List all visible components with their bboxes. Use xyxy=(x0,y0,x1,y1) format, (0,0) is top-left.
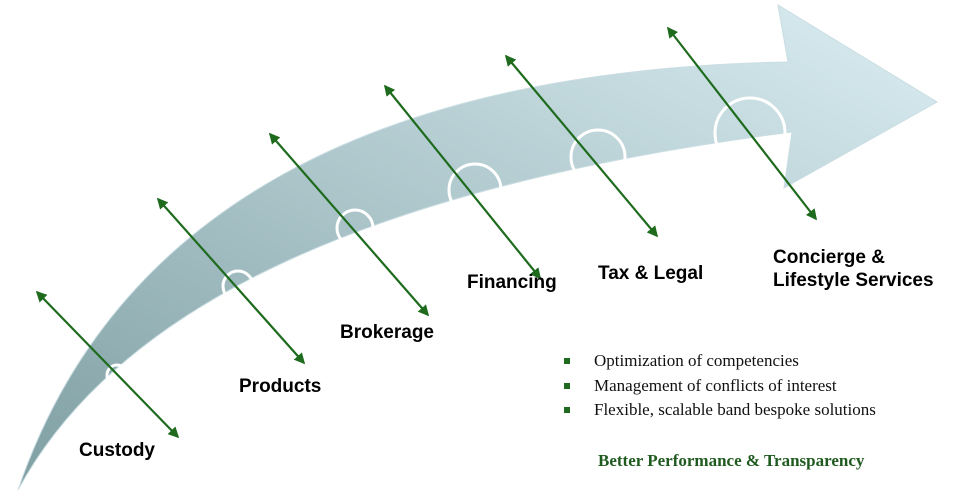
square-bullet-icon xyxy=(564,382,570,389)
square-bullet-icon xyxy=(564,407,570,413)
benefit-text: Flexible, scalable band bespoke solution… xyxy=(594,400,876,419)
connector-tax-legal-icon xyxy=(504,54,659,238)
benefit-item: Flexible, scalable band bespoke solution… xyxy=(562,398,876,423)
stage-label-concierge-line1: Concierge & xyxy=(773,247,885,268)
stage-label-brokerage: Brokerage xyxy=(340,322,434,343)
benefit-text: Optimization of competencies xyxy=(594,351,799,370)
connector-financing-icon xyxy=(383,84,542,280)
connector-products-icon xyxy=(156,197,306,365)
stage-label-tax-legal: Tax & Legal xyxy=(598,263,704,284)
stage-label-products: Products xyxy=(239,376,322,397)
stage-label-custody: Custody xyxy=(79,440,155,461)
benefits-list: Optimization of competencies Management … xyxy=(562,349,876,423)
square-bullet-icon xyxy=(564,358,570,364)
stage-label-financing: Financing xyxy=(467,272,557,293)
stage-label-concierge: Concierge & Lifestyle Services xyxy=(773,246,934,292)
connector-brokerage-icon xyxy=(268,132,430,317)
benefit-item: Management of conflicts of interest xyxy=(562,374,876,399)
tagline: Better Performance & Transparency xyxy=(598,451,865,470)
stage-connectors xyxy=(35,26,818,439)
stage-label-concierge-line2: Lifestyle Services xyxy=(773,270,934,291)
connector-custody-icon xyxy=(35,290,180,439)
connector-concierge-icon xyxy=(666,26,818,221)
benefit-item: Optimization of competencies xyxy=(562,349,876,374)
benefit-text: Management of conflicts of interest xyxy=(594,375,837,395)
